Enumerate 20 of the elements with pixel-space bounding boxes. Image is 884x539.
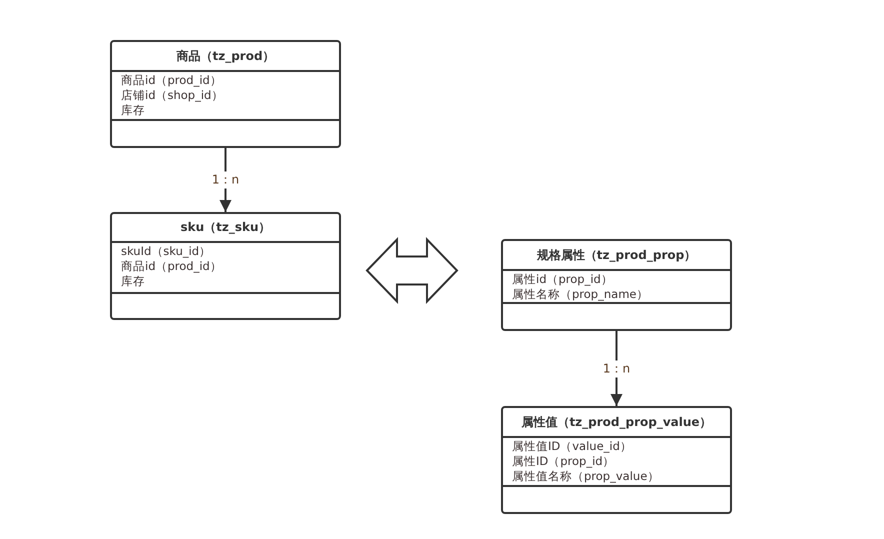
class-name: 商品（tz_prod） (176, 48, 275, 64)
attribute-text: 商品id（prod_id） (121, 73, 222, 88)
attribute-text: 属性值ID（value_id） (512, 439, 632, 454)
class-box (110, 40, 341, 148)
class-name: 属性值（tz_prod_prop_value） (521, 414, 712, 430)
attribute-text: 店铺id（shop_id） (121, 88, 224, 103)
attribute-text: 属性ID（prop_id） (512, 454, 615, 469)
attribute-text: 属性id（prop_id） (512, 272, 613, 287)
attribute-text: 属性名称（prop_name） (512, 287, 648, 302)
attribute-text: 库存 (121, 274, 145, 289)
double-arrow (366, 237, 458, 304)
class-name: 规格属性（tz_prod_prop） (536, 246, 696, 264)
class-name: sku（tz_sku） (180, 219, 271, 236)
class-box (501, 406, 732, 514)
attribute-text: 属性值名称（prop_value） (512, 469, 660, 484)
attribute-text: 库存 (121, 103, 145, 118)
class-box (110, 212, 341, 320)
attribute-text: 商品id（prod_id） (121, 259, 222, 274)
attribute-text: skuId（sku_id） (121, 244, 212, 259)
class-box (501, 239, 732, 331)
